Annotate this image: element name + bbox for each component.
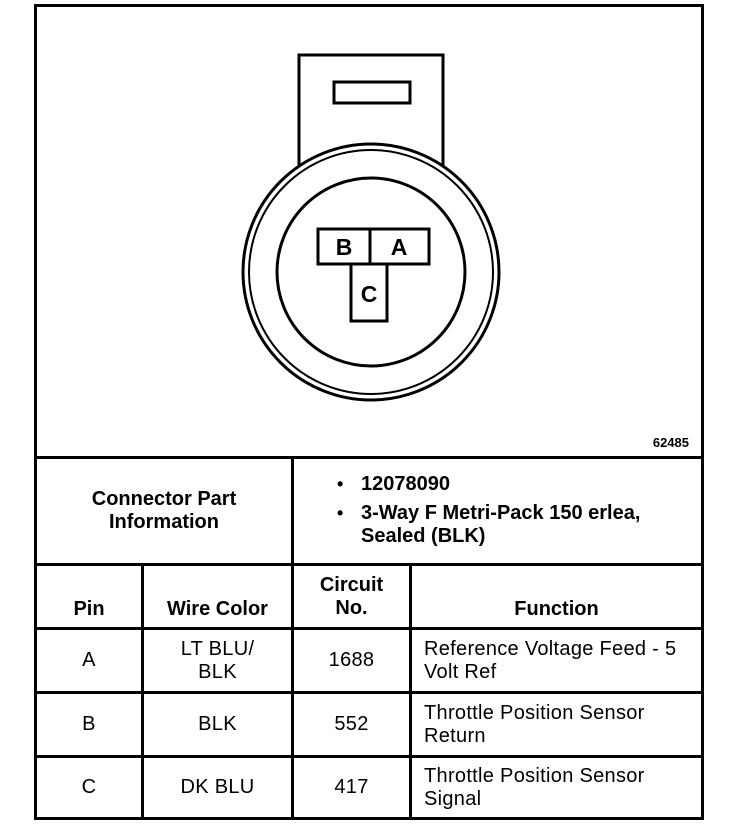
connector-part-number: 12078090 [361, 473, 450, 495]
pin-a-label: A [391, 234, 408, 260]
header-wire-color: Wire Color [167, 598, 268, 620]
divider-info-column [291, 459, 294, 563]
bullet-icon: • [337, 503, 344, 523]
row-a-wire-color: LT BLU/ BLK [180, 637, 255, 683]
row-a-circuit: 1688 [328, 649, 375, 671]
connector-bullet-item: • 12078090 [337, 473, 697, 496]
row-c-wire-color: DK BLU [180, 776, 255, 798]
divider-connector-info [37, 563, 701, 566]
row-a-function: Reference Voltage Feed - 5 Volt Ref [424, 637, 677, 683]
header-circuit-no: Circuit No. [319, 573, 384, 619]
connector-diagram: B A C 62485 [37, 7, 701, 459]
divider-diagram [37, 456, 701, 459]
row-b-pin: B [82, 713, 96, 735]
row-b-wire-color: BLK [198, 713, 237, 735]
connector-seal-ring [248, 149, 494, 395]
pin-a-cavity [368, 227, 431, 266]
figure-number: 62485 [652, 435, 689, 450]
row-c-function: Throttle Position Sensor Signal [424, 764, 645, 810]
divider-row-a [37, 691, 701, 694]
connector-info-header: Connector Part Information [91, 488, 237, 533]
connector-description: 3-Way F Metri-Pack 150 erlea, Sealed (BL… [361, 502, 641, 547]
divider-table-header [37, 627, 701, 630]
connector-face-drawing: B A C [241, 53, 501, 402]
divider-circuit-column [409, 566, 412, 817]
pin-b-label: B [336, 234, 353, 260]
row-b-function: Throttle Position Sensor Return [424, 701, 645, 747]
row-c-circuit: 417 [334, 776, 369, 798]
connector-bullet-list: • 12078090 • 3-Way F Metri-Pack 150 erle… [337, 473, 697, 554]
pin-c-cavity [349, 262, 389, 323]
bullet-icon: • [337, 474, 344, 494]
row-a-pin: A [82, 649, 96, 671]
row-b-circuit: 552 [334, 713, 369, 735]
divider-pin-column [141, 566, 144, 817]
tab-slot [332, 80, 412, 105]
divider-wire-column [291, 566, 294, 817]
header-pin: Pin [73, 598, 105, 620]
pin-c-label: C [361, 281, 378, 307]
row-c-pin: C [81, 776, 97, 798]
header-function: Function [514, 598, 599, 620]
connector-sheet: B A C 62485 Connector Part Information •… [34, 4, 704, 820]
divider-row-b [37, 755, 701, 758]
connector-bullet-item: • 3-Way F Metri-Pack 150 erlea, Sealed (… [337, 502, 697, 548]
